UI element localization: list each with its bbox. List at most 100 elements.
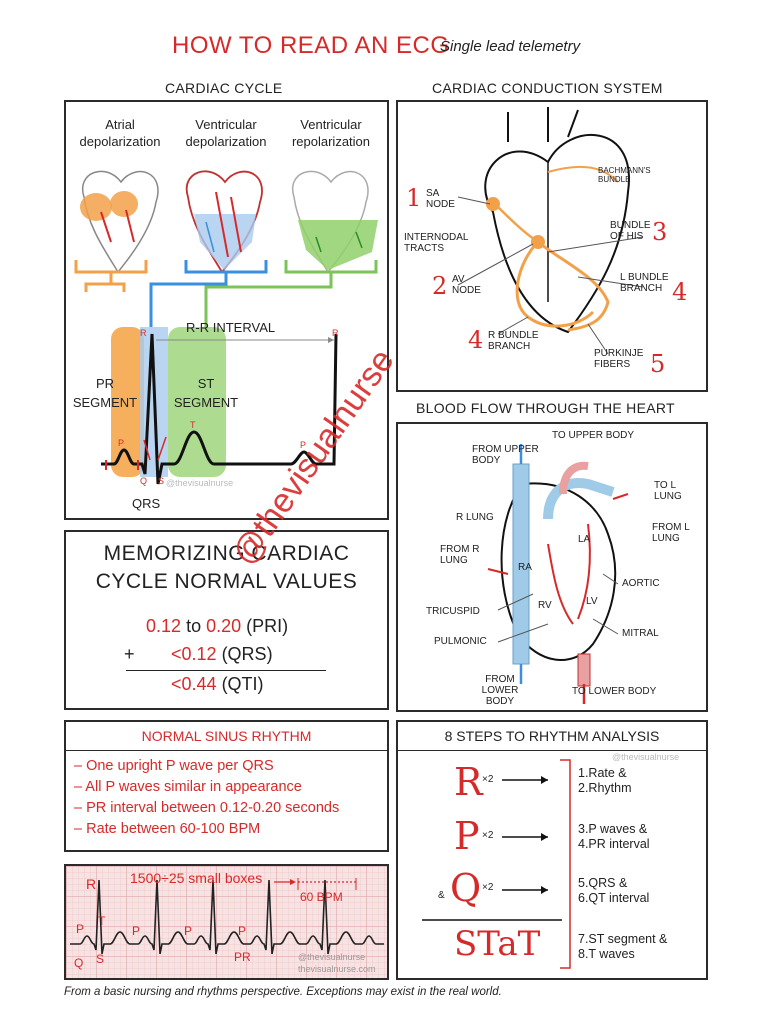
number-5: 5	[650, 350, 666, 378]
steps-title: 8 STEPS TO RHYTHM ANALYSIS	[444, 728, 660, 744]
his-label: BUNDLE OF HIS	[610, 220, 651, 242]
step-group-4: 7.ST segment & 8.T waves	[578, 932, 667, 962]
qrs-line: <0.12 (QRS)	[171, 644, 273, 665]
r-bundle-label: R BUNDLE BRANCH	[488, 330, 539, 352]
la-label: LA	[578, 534, 591, 545]
nsr-item: PR interval between 0.12-0.20 seconds	[74, 798, 339, 819]
rv-label: RV	[538, 600, 552, 611]
step-item: 2.Rhythm	[578, 781, 632, 795]
pri-line: 0.12 to 0.20 (PRI)	[146, 616, 288, 637]
step-item: 3.P waves &	[578, 822, 648, 836]
ecg-strip-panel: 1500÷25 small boxes 60 BPM R P T P P P Q…	[64, 864, 389, 980]
ra-label: RA	[518, 562, 532, 573]
blood-flow-diagram	[487, 444, 629, 704]
sum-divider	[126, 670, 326, 671]
step-amp: &	[438, 890, 445, 901]
qti-value: <0.44	[171, 674, 217, 694]
step-group-2: 3.P waves & 4.PR interval	[578, 822, 650, 852]
step-item: 7.ST segment &	[578, 932, 668, 946]
pri-min: 0.12	[146, 616, 182, 636]
conduction-title: CARDIAC CONDUCTION SYSTEM	[432, 80, 663, 96]
strip-site: thevisualnurse.com	[298, 964, 376, 974]
from-l-lung-label: FROM L LUNG	[652, 522, 690, 544]
pri-unit: (PRI)	[246, 616, 289, 636]
wave-q-label: Q	[140, 476, 148, 486]
phase-atrial-label: Atrial depolarization	[79, 117, 161, 149]
wave-r-label: R	[140, 328, 147, 338]
pulmonic-label: PULMONIC	[434, 636, 487, 647]
nsr-list: One upright P wave per QRS All P waves s…	[74, 756, 339, 840]
qrs-unit: (QRS)	[221, 644, 273, 664]
nsr-item: Rate between 60-100 BPM	[74, 819, 339, 840]
step-letter-p: P	[454, 814, 480, 858]
cardiac-cycle-title: CARDIAC CYCLE	[165, 80, 283, 96]
ventricular-repol-heart-illustration	[291, 170, 378, 274]
qti-line: <0.44 (QTI)	[171, 674, 264, 695]
from-r-lung-label: FROM R LUNG	[440, 544, 480, 566]
atrial-heart-illustration	[80, 170, 159, 274]
strip-watermark: @thevisualnurse	[298, 952, 366, 962]
wave-t-label: T	[190, 420, 196, 430]
step-q-mult: ×2	[482, 882, 494, 893]
strip-bpm: 60 BPM	[300, 890, 343, 904]
from-lower-body-label: FROM LOWER BODY	[481, 674, 519, 707]
st-segment-label: ST SEGMENT	[173, 376, 239, 410]
blood-flow-panel: TO UPPER BODY FROM UPPER BODY TO L LUNG …	[396, 422, 708, 712]
lv-label: LV	[586, 596, 598, 607]
ventricular-depol-heart-illustration	[185, 170, 263, 274]
pr-segment-label: PR SEGMENT	[72, 376, 138, 410]
number-1: 1	[406, 184, 422, 212]
wave-r2-label: R	[332, 328, 339, 338]
strip-s-label: S	[96, 952, 105, 966]
phase-ventricular-depol-label: Ventricular depolarization	[185, 117, 267, 149]
blood-flow-title: BLOOD FLOW THROUGH THE HEART	[416, 400, 675, 416]
mitral-label: MITRAL	[622, 628, 659, 639]
step-item: 6.QT interval	[578, 891, 650, 905]
memorize-panel: MEMORIZING CARDIAC CYCLE NORMAL VALUES 0…	[64, 530, 389, 710]
cardiac-cycle-panel: Atrial depolarization Ventricular depola…	[64, 100, 389, 520]
from-upper-body-label: FROM UPPER BODY	[472, 444, 539, 466]
step-item: 4.PR interval	[578, 837, 650, 851]
steps-divider	[398, 750, 706, 751]
tricuspid-label: TRICUSPID	[426, 606, 480, 617]
memorize-title-1: MEMORIZING CARDIAC	[103, 542, 350, 565]
strip-t-label: T	[98, 914, 106, 928]
conduction-heart-diagram	[457, 107, 644, 355]
step-item: 1.Rate &	[578, 766, 627, 780]
page-title: HOW TO READ AN ECG	[172, 32, 450, 59]
pri-to: to	[186, 616, 202, 636]
strip-p-label-3: P	[184, 924, 193, 938]
strip-pr-label: PR	[234, 950, 251, 964]
sa-node-label: SA NODE	[426, 188, 455, 210]
to-l-lung-label: TO L LUNG	[654, 480, 682, 502]
nsr-item: All P waves similar in appearance	[74, 777, 339, 798]
nsr-title: NORMAL SINUS RHYTHM	[141, 728, 312, 744]
bachmann-label: BACHMANN'S BUNDLE	[598, 166, 651, 184]
l-bundle-label: L BUNDLE BRANCH	[620, 272, 669, 294]
internodal-label: INTERNODAL TRACTS	[404, 232, 469, 254]
rr-interval-label: R-R INTERVAL	[186, 320, 276, 335]
pri-max: 0.20	[206, 616, 242, 636]
number-4b: 4	[672, 278, 688, 306]
step-letter-q: Q	[450, 866, 482, 910]
purkinje-label: PURKINJE FIBERS	[594, 348, 644, 370]
step-letter-stat: STaT	[454, 924, 541, 964]
wave-s-label: S	[158, 476, 165, 486]
cycle-watermark: @thevisualnurse	[166, 478, 234, 488]
r-lung-label: R LUNG	[456, 512, 494, 523]
plus-sign: +	[124, 644, 135, 664]
steps-bracket-arrows	[422, 759, 571, 969]
phase-ventricular-repol-label: Ventricular repolarization	[291, 117, 371, 149]
aortic-label: AORTIC	[622, 578, 660, 589]
strip-p-label-1: P	[76, 922, 85, 936]
nsr-divider	[66, 750, 387, 751]
number-2: 2	[432, 272, 448, 300]
memorize-title-2: CYCLE NORMAL VALUES	[95, 570, 358, 593]
step-item: 8.T waves	[578, 947, 635, 961]
ecg-strip-grid	[66, 866, 387, 978]
wave-p-label: P	[118, 438, 125, 448]
strip-r-label: R	[86, 876, 97, 892]
step-group-3: 5.QRS & 6.QT interval	[578, 876, 649, 906]
wave-p2-label: P	[300, 440, 307, 450]
nsr-panel: NORMAL SINUS RHYTHM One upright P wave p…	[64, 720, 389, 852]
